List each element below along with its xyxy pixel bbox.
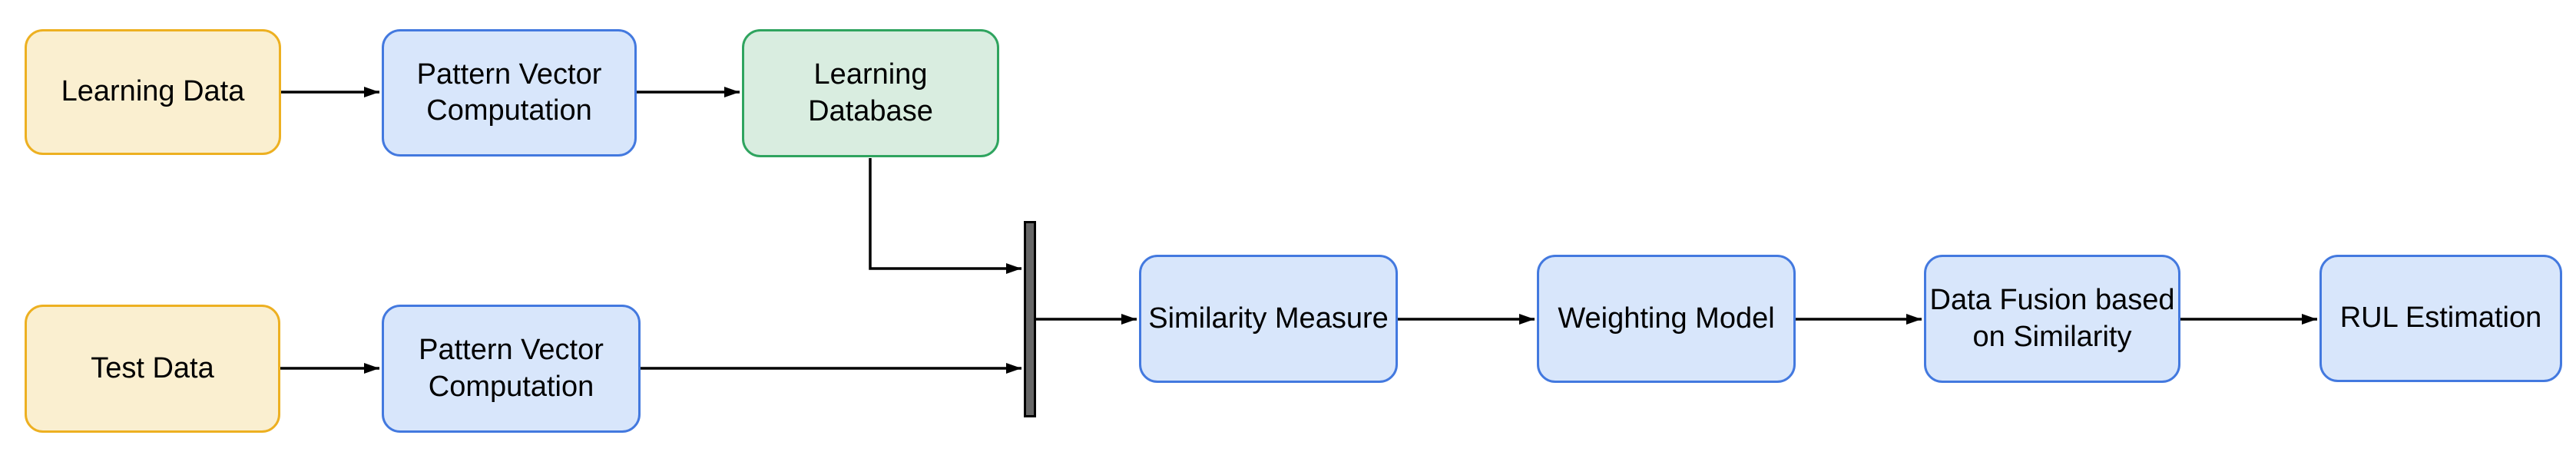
node-pattern-vector-computation-bottom: Pattern Vector Computation bbox=[382, 305, 641, 433]
node-test-data: Test Data bbox=[25, 305, 280, 433]
node-similarity-measure: Similarity Measure bbox=[1139, 255, 1398, 383]
node-learning-data-label: Learning Data bbox=[61, 75, 245, 108]
node-similarity-measure-label: Similarity Measure bbox=[1148, 302, 1389, 335]
node-weighting-model-label: Weighting Model bbox=[1558, 302, 1775, 335]
node-rul-estimation-label: RUL Estimation bbox=[2339, 302, 2542, 335]
node-weighting-model: Weighting Model bbox=[1537, 255, 1796, 383]
node-data-fusion-label: Data Fusion based on Similarity bbox=[1929, 284, 2175, 353]
node-learning-database: Learning Database bbox=[742, 29, 999, 157]
node-learning-data: Learning Data bbox=[25, 29, 281, 155]
edge-learning-database-to-junction-bar bbox=[869, 158, 1021, 274]
node-pattern-vector-computation-top: Pattern Vector Computation bbox=[382, 29, 637, 157]
node-data-fusion: Data Fusion based on Similarity bbox=[1924, 255, 2180, 383]
node-test-data-label: Test Data bbox=[91, 351, 214, 384]
node-pattern-vector-computation-top-label: Pattern Vector Computation bbox=[416, 58, 602, 127]
node-junction-bar bbox=[1024, 221, 1036, 417]
node-pattern-vector-computation-bottom-label: Pattern Vector Computation bbox=[419, 334, 604, 403]
node-learning-database-label: Learning Database bbox=[808, 58, 933, 127]
node-rul-estimation: RUL Estimation bbox=[2319, 255, 2562, 382]
